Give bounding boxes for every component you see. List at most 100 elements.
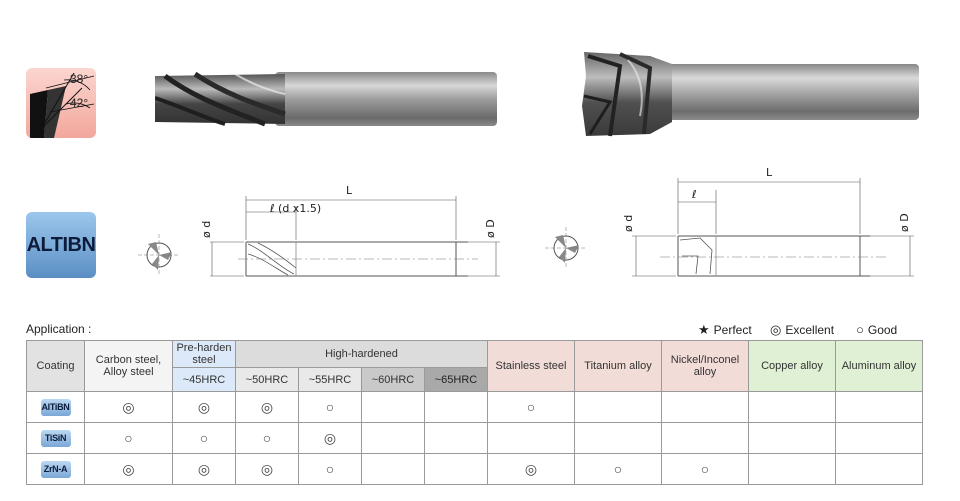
header-hrc65: ~65HRC [424, 367, 488, 392]
coating-tag: AlTiBN [40, 398, 71, 416]
rating-mark: ○ [613, 461, 623, 477]
legend-good: ○ Good [856, 322, 897, 337]
rating-cell: ◎ [84, 391, 173, 423]
angle-top-label: 38° [70, 72, 89, 86]
rating-cell [835, 422, 923, 454]
rating-cell [835, 391, 923, 423]
d-label-left: ø d [200, 221, 213, 238]
coating-badge-label: ALTIBN [26, 233, 96, 256]
rating-mark: ◎ [122, 460, 135, 477]
rating-mark: ○ [700, 461, 710, 477]
rating-cell [487, 422, 575, 454]
rating-cell [574, 422, 662, 454]
header-hrc45: ~45HRC [172, 367, 236, 392]
header-titanium: Titanium alloy [574, 340, 662, 392]
star-icon: ★ [698, 322, 710, 337]
rating-cell [748, 391, 836, 423]
rating-mark: ○ [526, 399, 536, 415]
coating-tag: ZrN-A [40, 460, 71, 478]
rating-cell [661, 391, 749, 423]
header-copper: Copper alloy [748, 340, 836, 392]
circle-icon: ○ [856, 322, 864, 337]
rating-mark: ◎ [122, 398, 135, 415]
rating-mark: ○ [325, 399, 335, 415]
rating-mark: ◎ [197, 398, 211, 415]
end-view-icon-left [138, 234, 180, 276]
rating-cell: ○ [235, 422, 299, 454]
header-pre-harden: Pre-harden steel [172, 340, 236, 368]
coating-cell: AlTiBN [26, 391, 85, 423]
coating-cell: ZrN-A [26, 453, 85, 485]
rating-cell: ◎ [487, 453, 575, 485]
header-nickel: Nickel/Inconel alloy [661, 340, 749, 392]
D-label-right: ø D [898, 213, 911, 232]
rating-cell [574, 391, 662, 423]
header-stainless: Stainless steel [487, 340, 575, 392]
helix-angle-icon [30, 72, 95, 138]
rating-cell [361, 391, 425, 423]
rating-cell [748, 422, 836, 454]
application-table: Coating Carbon steel, Alloy steel Pre-ha… [26, 340, 923, 485]
rating-mark: ◎ [260, 398, 274, 415]
rating-cell [361, 422, 425, 454]
end-mill-photo-right [582, 52, 919, 137]
rating-cell [424, 422, 488, 454]
length-label-right: L [766, 166, 773, 179]
rating-cell [661, 422, 749, 454]
rating-cell: ○ [661, 453, 749, 485]
header-hrc55: ~55HRC [298, 367, 362, 392]
rating-cell: ◎ [235, 453, 299, 485]
rating-cell [835, 453, 923, 485]
rating-cell: ◎ [298, 422, 362, 454]
rating-cell: ◎ [172, 453, 236, 485]
legend-good-label: Good [867, 322, 898, 337]
dimension-drawing-right: L ℓ ø d ø D [545, 166, 914, 277]
header-hrc60: ~60HRC [361, 367, 425, 392]
rating-mark: ○ [199, 430, 209, 446]
header-aluminum: Aluminum alloy [835, 340, 923, 392]
header-coating: Coating [26, 340, 85, 392]
angle-bottom-label: 42° [70, 96, 89, 110]
rating-cell: ○ [172, 422, 236, 454]
rating-mark: ◎ [524, 460, 538, 477]
rating-mark: ○ [325, 461, 335, 477]
table-row: AlTiBN ◎ ◎ ◎ ○ ○ [26, 391, 923, 423]
rating-cell: ○ [487, 391, 575, 423]
legend-excellent-label: Excellent [785, 323, 835, 337]
rating-cell: ○ [84, 422, 173, 454]
table-row: ZrN-A ◎ ◎ ◎ ○ ◎ ○ ○ [26, 453, 923, 485]
rating-cell: ○ [298, 453, 362, 485]
header-high-hardened: High-hardened [235, 340, 488, 368]
rating-mark: ○ [262, 430, 272, 446]
flute-length-label-right: ℓ [691, 188, 697, 201]
rating-cell: ◎ [235, 391, 299, 423]
D-label-left: ø D [484, 219, 497, 238]
rating-mark: ○ [124, 430, 133, 446]
d-label-right: ø d [622, 215, 635, 232]
table-row: TiSiN ○ ○ ○ ◎ [26, 422, 923, 454]
flute-length-label-left: ℓ (d x1.5) [269, 202, 321, 215]
end-view-icon-right [545, 227, 587, 269]
end-mill-photo-left [155, 71, 497, 127]
dimension-drawing-left: L ℓ (d x1.5) ø d ø D [138, 184, 500, 277]
coating-cell: TiSiN [26, 422, 85, 454]
rating-cell: ◎ [84, 453, 173, 485]
rating-mark: ◎ [260, 460, 274, 477]
rating-cell [424, 391, 488, 423]
header-carbon-steel: Carbon steel, Alloy steel [84, 340, 173, 392]
rating-cell [361, 453, 425, 485]
legend-perfect-label: Perfect [713, 323, 752, 337]
legend-perfect: ★ Perfect [698, 322, 752, 338]
length-label-left: L [346, 184, 353, 197]
rating-cell [424, 453, 488, 485]
helix-angle-badge: 38° 42° [26, 68, 96, 138]
rating-mark: ◎ [323, 429, 337, 446]
rating-mark: ◎ [197, 460, 211, 477]
rating-cell: ○ [574, 453, 662, 485]
double-circle-icon: ◎ [770, 322, 782, 337]
header-hrc50: ~50HRC [235, 367, 299, 392]
legend-excellent: ◎ Excellent [770, 322, 834, 338]
coating-badge: ALTIBN [26, 212, 96, 278]
coating-tag: TiSiN [40, 429, 71, 447]
rating-cell: ◎ [172, 391, 236, 423]
